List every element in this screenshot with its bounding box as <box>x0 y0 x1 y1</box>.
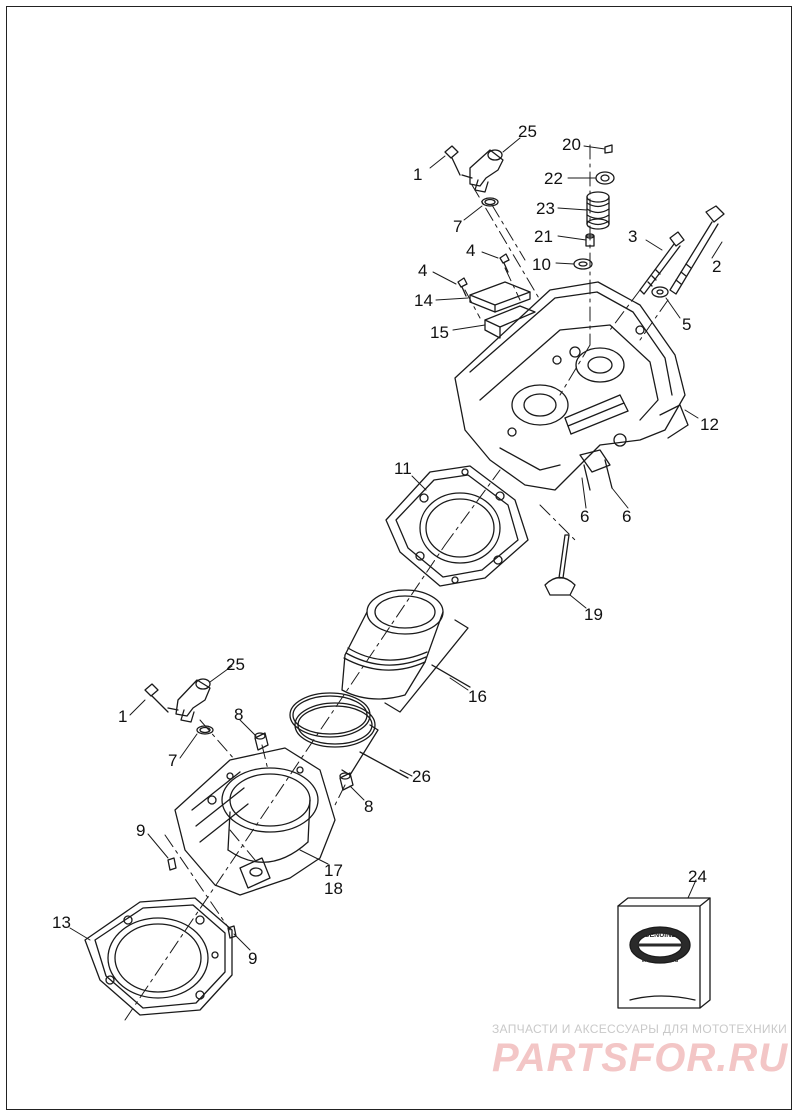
callout-24: 24 <box>688 867 707 886</box>
head-gasket-11 <box>385 465 529 587</box>
callout-10: 10 <box>532 255 551 274</box>
callout-4-right: 4 <box>466 241 475 260</box>
genuine-parts-box-24 <box>617 897 711 1009</box>
callout-7-lower: 7 <box>168 751 177 770</box>
callout-25-lower: 25 <box>226 655 245 674</box>
callout-25-upper: 25 <box>518 122 537 141</box>
watermark-tagline: ЗАПЧАСТИ И АКСЕССУАРЫ ДЛЯ МОТОТЕХНИКИ <box>492 1022 788 1036</box>
centerlines <box>124 144 669 1021</box>
callout-4-left: 4 <box>418 261 427 280</box>
callout-7-upper: 7 <box>453 217 462 236</box>
callout-15: 15 <box>430 323 449 342</box>
callout-17: 17 <box>324 861 343 880</box>
valve-keepers-20 <box>604 144 613 154</box>
piston-16 <box>341 589 444 700</box>
valve-seal-21 <box>585 233 595 247</box>
callout-6-left: 6 <box>580 507 589 526</box>
diagram-border <box>6 6 792 1110</box>
valve-spring-23 <box>586 191 610 230</box>
callout-20: 20 <box>562 135 581 154</box>
bolt-1-upper <box>444 145 461 176</box>
callout-8-lower: 8 <box>364 797 373 816</box>
oring-7-lower <box>196 725 214 735</box>
spring-seat-10 <box>573 258 593 270</box>
elbow-fitting-lower <box>167 678 211 723</box>
breather-14 <box>469 281 531 313</box>
callout-11: 11 <box>394 459 412 478</box>
callout-5: 5 <box>682 315 691 334</box>
callout-9-left: 9 <box>136 821 145 840</box>
callout-22: 22 <box>544 169 563 188</box>
head-bolt-2 <box>669 205 725 295</box>
callout-14: 14 <box>414 291 433 310</box>
screw-4-right <box>499 253 510 273</box>
callout-3: 3 <box>628 227 637 246</box>
callout-1-upper: 1 <box>413 165 422 184</box>
callout-21: 21 <box>534 227 553 246</box>
callout-26: 26 <box>412 767 431 786</box>
callout-18: 18 <box>324 879 343 898</box>
callout-12: 12 <box>700 415 719 434</box>
callout-8-upper: 8 <box>234 705 243 724</box>
dowel-8-upper <box>254 732 269 751</box>
callout-6-right: 6 <box>622 507 631 526</box>
washer-5 <box>651 286 669 298</box>
valve-19 <box>544 534 576 596</box>
head-bolt-3 <box>639 231 685 295</box>
callout-1-lower: 1 <box>118 707 127 726</box>
callout-2: 2 <box>712 257 721 276</box>
watermark-logo: PARTSFOR.RU <box>492 1036 789 1080</box>
genuine-word: GENUINE <box>644 932 676 939</box>
callout-9-right: 9 <box>248 949 257 968</box>
cylinder-17-18 <box>174 747 336 896</box>
bolt-1-lower <box>144 683 169 713</box>
bracket-16 <box>384 619 471 713</box>
spring-retainer-22 <box>595 171 615 185</box>
base-gasket-13 <box>84 897 233 1016</box>
callout-13: 13 <box>52 913 71 932</box>
callout-19: 19 <box>584 605 603 624</box>
callout-23: 23 <box>536 199 555 218</box>
motor-parts-word: MOTOR PARTS <box>642 958 679 964</box>
oring-7-upper <box>481 197 499 207</box>
callout-16: 16 <box>468 687 487 706</box>
elbow-fitting-upper <box>461 149 504 193</box>
callout-labels: 1 25 20 22 7 23 3 21 2 4 10 4 14 5 15 12… <box>52 122 721 968</box>
piston-rings-26 <box>289 692 409 779</box>
screw-4-left <box>457 277 468 297</box>
dowel-9-left <box>167 857 177 871</box>
dowel-8-lower <box>339 772 354 791</box>
leader-lines <box>69 137 723 951</box>
cylinder-head-12 <box>454 281 689 491</box>
